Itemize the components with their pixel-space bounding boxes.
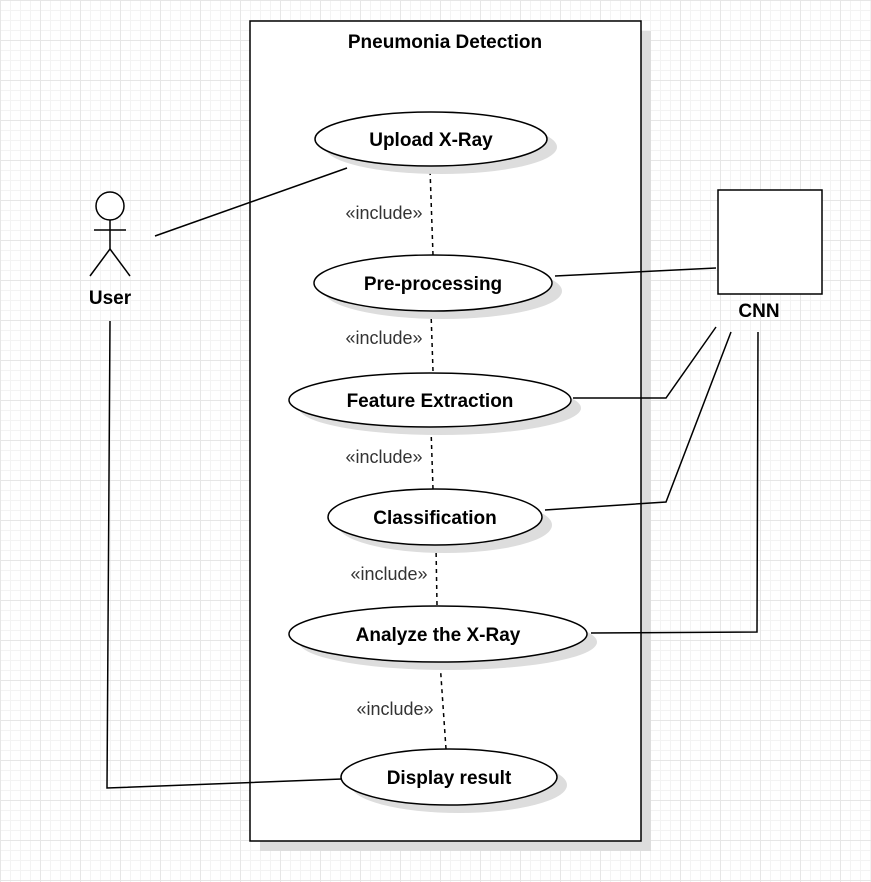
include-label: «include» <box>345 203 422 223</box>
include-dependencies <box>430 169 447 750</box>
use-case-label: Display result <box>387 768 512 789</box>
association-cnn-classification <box>544 331 732 511</box>
use-case-pre-processing[interactable]: Pre-processing <box>313 254 562 319</box>
association-cnn-feature <box>573 326 717 399</box>
actor-label-cnn: CNN <box>738 301 779 322</box>
actor-cnn[interactable]: CNN <box>717 189 823 322</box>
include-label: «include» <box>350 564 427 584</box>
use-case-upload-xray[interactable]: Upload X-Ray <box>314 111 557 174</box>
include-label: «include» <box>345 447 422 467</box>
stick-figure-icon <box>89 191 131 277</box>
actor-label-user: User <box>89 288 132 309</box>
use-case-feature-extraction[interactable]: Feature Extraction <box>288 372 581 435</box>
use-case-label: Classification <box>373 508 497 529</box>
use-case-label: Upload X-Ray <box>369 130 493 151</box>
actor-user[interactable]: User <box>89 191 132 309</box>
include-arrow-display-analyze <box>440 662 447 750</box>
use-case-label: Pre-processing <box>364 274 502 295</box>
include-arrow-feature-preprocessing <box>431 312 433 372</box>
use-case-label: Analyze the X-Ray <box>356 625 521 646</box>
association-user-upload <box>154 167 348 237</box>
include-arrow-preprocessing-upload <box>430 169 433 256</box>
use-case-classification[interactable]: Classification <box>327 488 552 553</box>
include-label: «include» <box>356 699 433 719</box>
association-cnn-analyze <box>590 331 759 634</box>
association-cnn-preprocessing <box>554 267 717 277</box>
include-arrow-analyze-classification <box>436 546 437 606</box>
association-user-display <box>106 320 343 789</box>
use-case-analyze-xray[interactable]: Analyze the X-Ray <box>288 605 597 670</box>
include-label: «include» <box>345 328 422 348</box>
use-case-display-result[interactable]: Display result <box>340 748 567 813</box>
system-title: Pneumonia Detection <box>348 32 542 53</box>
use-case-label: Feature Extraction <box>347 391 514 412</box>
include-arrow-classification-feature <box>431 428 433 490</box>
cnn-box <box>717 189 823 295</box>
associations <box>106 167 759 789</box>
